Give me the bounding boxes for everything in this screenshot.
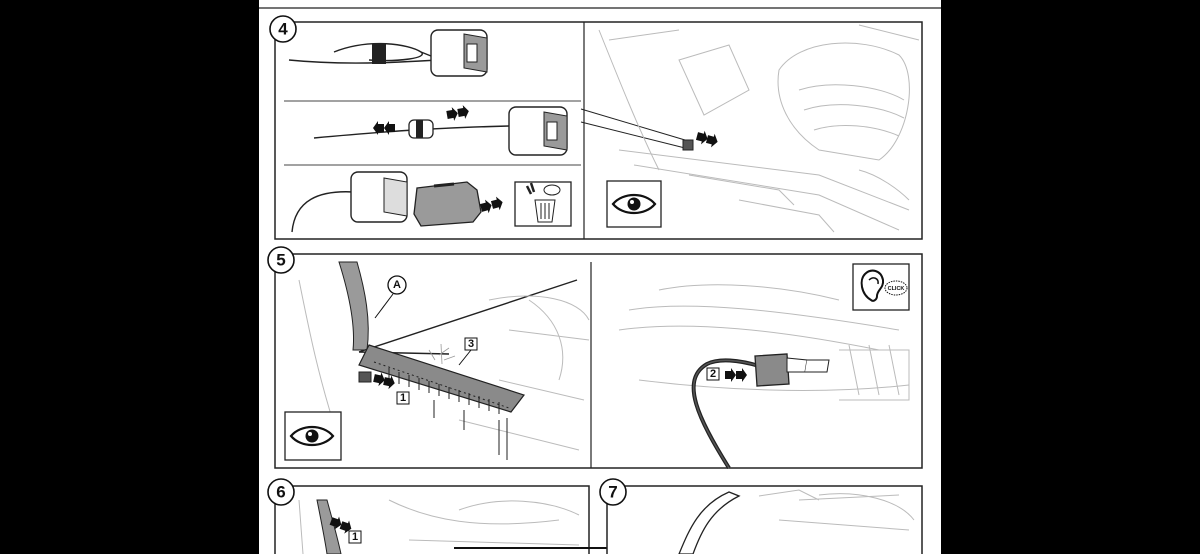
step-5-sill-install: A 3 1 — [284, 261, 590, 461]
step-7-frame — [606, 485, 923, 554]
callout-2: 2 — [710, 368, 716, 380]
step-4-cap-removal — [291, 171, 572, 233]
callout-1: 1 — [352, 531, 358, 543]
ear-click-icon: CLICK — [860, 269, 908, 302]
step-5-panel: A 3 1 — [267, 246, 923, 470]
click-label: CLICK — [888, 286, 905, 292]
step-4-car-interior — [580, 24, 920, 233]
instruction-drawing: 4 — [259, 7, 941, 554]
callout-a: A — [393, 279, 401, 291]
callout-3: 3 — [468, 338, 474, 350]
step-number: 7 — [608, 483, 617, 502]
eye-icon — [611, 193, 657, 215]
step-4-cable-pull — [313, 104, 568, 156]
step-5-badge — [267, 246, 295, 274]
callout-1: 1 — [400, 392, 406, 404]
step-7-badge — [599, 478, 627, 506]
step-number: 6 — [276, 483, 285, 502]
step-5-connector-click: 2 CLICK — [618, 263, 910, 470]
step-4-badge — [269, 15, 297, 43]
step-number: 5 — [276, 251, 285, 270]
eye-icon — [289, 425, 335, 447]
step-7-panel: 7 — [599, 478, 923, 554]
step-number: 4 — [278, 20, 288, 39]
instruction-page: 4 — [259, 0, 941, 554]
step-6-badge — [267, 478, 295, 506]
step-6-panel: 1 6 — [267, 478, 654, 554]
step-4-cable-coil — [288, 29, 488, 77]
step-4-panel: 4 — [269, 15, 923, 240]
